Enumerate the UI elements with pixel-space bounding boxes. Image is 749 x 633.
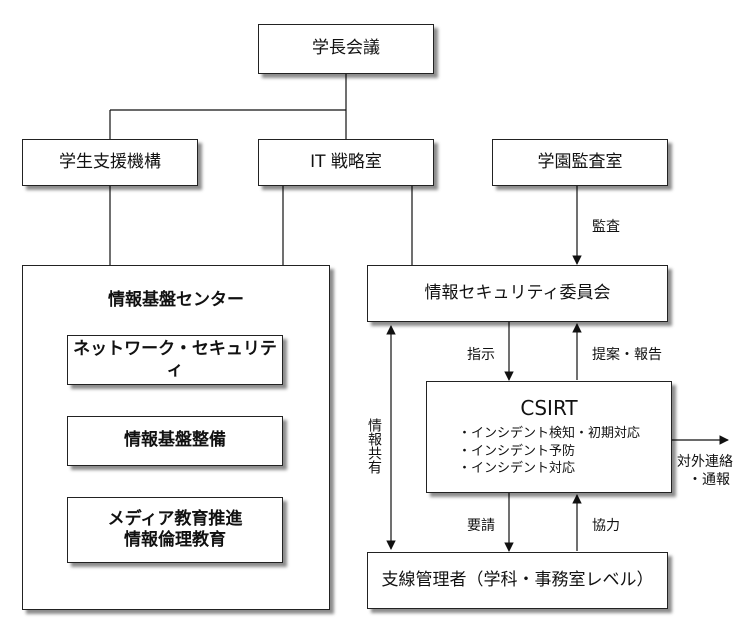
node-label: ネットワーク・セキュリティ	[73, 338, 277, 380]
label-cooperation: 協力	[592, 518, 620, 534]
node-it-strategy: IT 戦略室	[258, 139, 434, 186]
node-security-committee: 情報セキュリティ委員会	[367, 265, 668, 322]
node-label: 情報セキュリティ委員会	[424, 282, 611, 303]
label-external-2: ・通報	[688, 472, 730, 488]
node-line-managers: 支線管理者（学科・事務室レベル）	[367, 552, 668, 609]
node-media-education: メディア教育推進 情報倫理教育	[67, 497, 283, 563]
node-label: 支線管理者（学科・事務室レベル）	[381, 569, 654, 590]
label-proposal-report: 提案・報告	[592, 347, 662, 363]
label-instruction: 指示	[467, 347, 495, 363]
node-info-infrastructure: 情報基盤整備	[67, 416, 283, 466]
node-label: メディア教育推進	[107, 508, 243, 529]
label-request: 要請	[467, 518, 495, 534]
node-label: 学長会議	[312, 38, 380, 59]
node-network-security: ネットワーク・セキュリティ	[67, 335, 283, 385]
node-student-support: 学生支援機構	[22, 139, 198, 186]
label-audit: 監査	[592, 219, 620, 235]
node-label: 情報基盤センター	[108, 290, 244, 310]
csirt-duty-list: ・インシデント検知・初期対応 ・インシデント予防 ・インシデント対応	[458, 425, 640, 478]
node-label: IT 戦略室	[310, 151, 382, 172]
list-item: ・インシデント検知・初期対応	[457, 426, 640, 442]
node-label: 情報基盤整備	[124, 430, 226, 451]
node-label: 学生支援機構	[59, 151, 161, 172]
label-external-1: 対外連絡	[677, 454, 733, 470]
node-audit-office: 学園監査室	[492, 139, 668, 186]
node-csirt: CSIRT ・インシデント検知・初期対応 ・インシデント予防 ・インシデント対応	[426, 381, 672, 493]
node-label: 情報倫理教育	[124, 530, 226, 550]
list-item: ・インシデント予防	[457, 443, 575, 459]
list-item: ・インシデント対応	[457, 461, 575, 477]
node-president-council: 学長会議	[258, 24, 434, 74]
label-info-sharing: 情報共有	[366, 418, 382, 474]
node-label: 学園監査室	[537, 151, 623, 172]
csirt-title: CSIRT	[520, 396, 578, 421]
